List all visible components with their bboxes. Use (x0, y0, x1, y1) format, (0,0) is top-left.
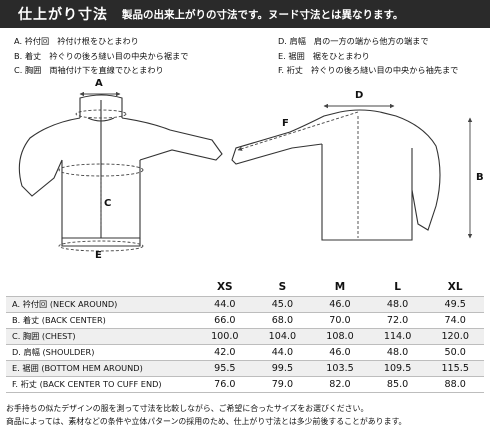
back-jacket-outline (231, 109, 441, 241)
size-header: S (278, 280, 287, 293)
legend-item-c: C. 胸囲両袖付け下を直線でひとまわり (14, 65, 164, 75)
measurement-value: 104.0 (253, 327, 312, 344)
size-header: XL (447, 280, 463, 293)
measurement-value: 103.5 (311, 359, 369, 376)
measurement-diagram: A C E D F B (0, 78, 490, 274)
measurement-name: C. 胸囲 (CHEST) (6, 327, 196, 344)
table-row: B. 着丈 (BACK CENTER) 66.0 68.0 70.0 72.0 … (6, 311, 484, 328)
measurement-value: 45.0 (253, 295, 312, 312)
legend-item-d: D. 肩幅肩の一方の端から他方の端まで (278, 36, 429, 46)
label-d: D (355, 90, 364, 101)
measurement-value: 108.0 (311, 327, 369, 344)
page-subtitle: 製品の出来上がりの寸法です。ヌード寸法とは異なります。 (122, 8, 404, 21)
measurement-value: 74.0 (426, 311, 484, 328)
label-f: F (282, 118, 289, 129)
legend-item-f: F. 裄丈衿ぐりの後ろ縫い目の中央から袖先まで (278, 65, 459, 75)
measurement-value: 85.0 (368, 375, 427, 393)
measurement-value: 68.0 (253, 311, 312, 328)
front-jacket-outline (18, 94, 223, 247)
garment-illustration (18, 91, 473, 252)
legend-item-b: B. 着丈衿ぐりの後ろ縫い目の中央から裾まで (14, 50, 189, 61)
table-row: F. 裄丈 (BACK CENTER TO CUFF END) 76.0 79.… (6, 375, 484, 393)
measurement-value: 50.0 (426, 343, 484, 360)
label-e: E (95, 250, 102, 261)
label-a: A (95, 78, 103, 89)
measure-c (58, 163, 144, 228)
size-header-row: XS S M L XL (6, 278, 484, 296)
measurement-value: 82.0 (311, 375, 369, 393)
measurement-value: 76.0 (196, 375, 254, 393)
measurement-name: B. 着丈 (BACK CENTER) (6, 311, 196, 328)
size-table: XS S M L XL A. 衿付回 (NECK AROUND) 44.0 45… (6, 278, 484, 393)
measurement-value: 120.0 (426, 327, 484, 344)
measurement-value: 72.0 (368, 311, 427, 328)
measurement-value: 42.0 (196, 343, 254, 360)
measurement-value: 44.0 (196, 295, 254, 312)
measure-a (75, 91, 127, 119)
measurement-value: 46.0 (311, 343, 369, 360)
measurement-value: 109.5 (368, 359, 427, 376)
measure-f (237, 111, 359, 151)
size-table-container: XS S M L XL A. 衿付回 (NECK AROUND) 44.0 45… (6, 278, 484, 393)
table-row: A. 衿付回 (NECK AROUND) 44.0 45.0 46.0 48.0… (6, 295, 484, 312)
header-bar: 仕上がり寸法 製品の出来上がりの寸法です。ヌード寸法とは異なります。 (0, 0, 490, 28)
measurement-value: 49.5 (426, 295, 484, 312)
measurement-name: D. 肩幅 (SHOULDER) (6, 343, 196, 360)
label-c: C (104, 198, 112, 209)
measurement-value: 99.5 (253, 359, 312, 376)
measurement-value: 46.0 (311, 295, 369, 312)
label-b: B (476, 172, 484, 183)
table-row: C. 胸囲 (CHEST) 100.0 104.0 108.0 114.0 12… (6, 327, 484, 344)
measure-e (58, 240, 144, 252)
table-row: D. 肩幅 (SHOULDER) 42.0 44.0 46.0 48.0 50.… (6, 343, 484, 360)
page-title: 仕上がり寸法 (18, 7, 108, 23)
footnotes: お手持ちの似たデザインの服を測って寸法を比較しながら、ご希望に合ったサイズをお選… (6, 402, 486, 428)
legend-right: D. 肩幅肩の一方の端から他方の端まで E. 裾囲裾をひとまわり F. 裄丈衿ぐ… (278, 34, 488, 78)
legend-item-a: A. 衿付回衿付け根をひとまわり (14, 36, 139, 46)
measurement-value: 48.0 (368, 295, 427, 312)
size-header: L (394, 280, 401, 293)
measurement-value: 114.0 (368, 327, 427, 344)
measurement-value: 100.0 (196, 327, 254, 344)
measurement-name: F. 裄丈 (BACK CENTER TO CUFF END) (6, 375, 196, 393)
measurement-value: 95.5 (196, 359, 254, 376)
measurement-value: 88.0 (426, 375, 484, 393)
measurement-value: 70.0 (311, 311, 369, 328)
footnote: 商品によっては、素材などの条件や立体パターンの採用のため、仕上がり寸法とは多少前… (6, 417, 407, 426)
measurement-name: A. 衿付回 (NECK AROUND) (6, 295, 196, 312)
table-row: E. 裾囲 (BOTTOM HEM AROUND) 95.5 99.5 103.… (6, 359, 484, 376)
size-header: M (334, 280, 346, 293)
measurement-value: 44.0 (253, 343, 312, 360)
measurement-value: 48.0 (368, 343, 427, 360)
measurement-name: E. 裾囲 (BOTTOM HEM AROUND) (6, 359, 196, 376)
measurement-value: 79.0 (253, 375, 312, 393)
measure-b (357, 116, 473, 239)
footnote: お手持ちの似たデザインの服を測って寸法を比較しながら、ご希望に合ったサイズをお選… (6, 404, 369, 413)
measurement-value: 66.0 (196, 311, 254, 328)
legend-left: A. 衿付回衿付け根をひとまわり B. 着丈衿ぐりの後ろ縫い目の中央から裾まで … (14, 34, 264, 78)
legend-item-e: E. 裾囲裾をひとまわり (278, 50, 370, 61)
size-header: XS (216, 280, 233, 293)
measurement-value: 115.5 (426, 359, 484, 376)
